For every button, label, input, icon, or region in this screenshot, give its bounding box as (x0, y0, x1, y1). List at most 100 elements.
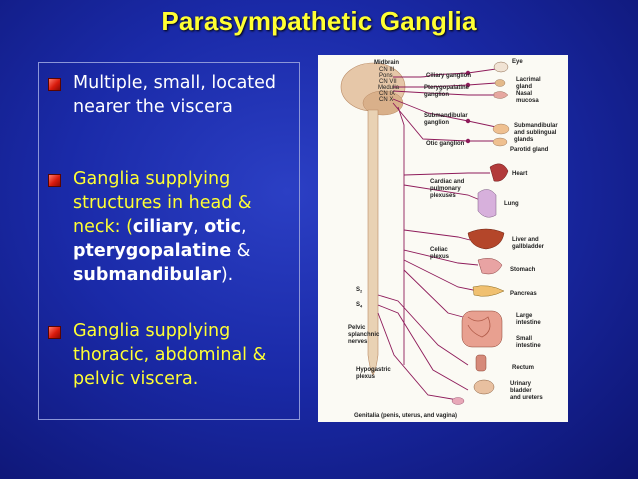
cn7-nerve-submandibular (392, 98, 497, 128)
label-smg-1: Submandibular (514, 123, 558, 129)
small-intestine-coils (467, 316, 491, 338)
label-celiac-2: plexus (430, 254, 450, 260)
eye-illustration (493, 61, 509, 73)
label-smg-2: and sublingual (514, 130, 557, 136)
label-urinary-2: bladder (510, 388, 532, 394)
label-eye: Eye (512, 59, 523, 65)
sacral-nerve-1 (377, 294, 469, 366)
submandibular-gland-illustration (492, 123, 510, 135)
genitalia-illustration (451, 397, 465, 405)
nasal-mucosa-illustration (493, 91, 509, 99)
label-nasal-1: Nasal (516, 91, 532, 97)
label-rectum: Rectum (512, 365, 534, 371)
bullet-2-intro: Ganglia supplying structures in head & n… (73, 169, 252, 237)
vagus-lung-branch (403, 184, 481, 201)
label-s2: S2 (356, 287, 363, 294)
label-large-intestine-1: Large (516, 313, 533, 319)
label-liver-1: Liver and (512, 237, 539, 243)
bullet-text-box: Multiple, small, located nearer the visc… (38, 62, 300, 420)
lung-illustration (477, 189, 497, 218)
label-pelvic-3: nerves (348, 339, 368, 345)
cn3-nerve (393, 68, 497, 78)
label-cardiac-3: plexuses (430, 193, 456, 199)
label-urinary-3: and ureters (510, 395, 543, 401)
label-large-intestine-2: intestine (516, 320, 541, 326)
label-genitalia: Genitalia (penis, uterus, and vagina) (354, 413, 457, 419)
label-ciliary-ganglion: Ciliary ganglion (426, 73, 471, 79)
label-liver-2: gallbladder (512, 244, 545, 250)
label-s2-letter: S (356, 287, 360, 293)
otic-ganglion-dot (465, 138, 471, 144)
label-nasal-2: mucosa (516, 98, 539, 104)
bullet-text-3: Ganglia supplying thoracic, abdominal & … (73, 321, 267, 389)
label-smg-3: glands (514, 137, 534, 143)
parotid-gland-illustration (492, 137, 508, 147)
slide-title: Parasympathetic Ganglia (161, 6, 477, 36)
label-celiac-1: Celiac (430, 247, 448, 253)
red-square-bullet-icon (49, 175, 60, 186)
diagram-svg: Midbrain CN III Pons CN VII Medulla CN I… (340, 59, 558, 419)
label-pelvic-2: splanchnic (348, 332, 380, 338)
vagus-pancreas-branch (403, 259, 479, 292)
label-pterygopalatine-1: Pterygopalatine (424, 85, 470, 91)
intestines-illustration (461, 310, 503, 348)
term-ciliary: ciliary (132, 217, 194, 237)
heart-illustration (489, 163, 509, 182)
vagus-nerve (397, 106, 405, 365)
bullet-text-1: Multiple, small, located nearer the visc… (73, 73, 277, 117)
separator: , (241, 217, 247, 237)
label-cn9: CN IX (379, 91, 395, 97)
label-urinary-1: Urinary (510, 381, 532, 387)
label-submandibular-ganglion-2: ganglion (424, 120, 449, 126)
label-cn7: CN VII (379, 79, 397, 85)
parasympathetic-diagram: Midbrain CN III Pons CN VII Medulla CN I… (318, 55, 568, 422)
cn7-nerve-lacrimal (393, 82, 497, 88)
spinal-cord-illustration (367, 109, 379, 376)
red-square-bullet-icon (49, 327, 60, 338)
term-otic: otic (204, 217, 242, 237)
sacral-nerve-3 (377, 312, 459, 401)
label-midbrain: Midbrain (374, 60, 399, 66)
label-pancreas: Pancreas (510, 291, 537, 297)
label-submandibular-ganglion-1: Submandibular (424, 113, 468, 119)
label-pons: Pons (379, 73, 393, 79)
label-small-intestine-1: Small (516, 336, 532, 342)
vagus-stomach-branch (403, 249, 479, 266)
urinary-bladder-illustration (473, 379, 495, 395)
label-medulla: Medulla (378, 85, 400, 91)
label-lacrimal-2: gland (516, 84, 532, 90)
vagus-liver-branch (403, 229, 471, 241)
label-s4: S4 (356, 302, 363, 309)
pterygopalatine-ganglion-dot (465, 82, 471, 88)
label-heart: Heart (512, 171, 527, 177)
separator: , (193, 217, 205, 237)
vagus-heart-branch (403, 172, 490, 176)
red-square-bullet-icon (49, 79, 60, 90)
label-hypogastric-1: Hypogastric (356, 367, 391, 373)
label-cardiac-2: pulmonary (430, 186, 461, 192)
label-small-intestine-2: intestine (516, 343, 541, 349)
cn7-nerve-nasal (392, 90, 496, 96)
rectum-illustration (475, 354, 487, 372)
label-stomach: Stomach (510, 267, 536, 273)
pancreas-illustration (472, 285, 505, 297)
label-pterygopalatine-2: ganglion (424, 92, 449, 98)
term-submandibular: submandibular (73, 265, 221, 285)
label-lung: Lung (504, 201, 519, 207)
label-cn3: CN III (379, 67, 395, 73)
label-s2-sub: 2 (360, 289, 363, 294)
label-hypogastric-2: plexus (356, 374, 376, 380)
vagus-intestine-branch (403, 269, 464, 318)
cn9-nerve (392, 102, 496, 142)
label-otic-ganglion: Otic ganglion (426, 141, 465, 147)
label-lacrimal-1: Lacrimal (516, 77, 541, 83)
label-parotid: Parotid gland (510, 147, 549, 153)
label-pelvic-1: Pelvic (348, 325, 366, 331)
bullet-text-2: Ganglia supplying structures in head & n… (73, 167, 303, 287)
submandibular-ganglion-dot (465, 118, 471, 124)
label-cardiac-1: Cardiac and (430, 179, 465, 185)
closing-paren: ). (220, 265, 234, 285)
separator: & (231, 241, 251, 261)
ciliary-ganglion-dot (465, 70, 471, 76)
liver-illustration (467, 228, 505, 250)
